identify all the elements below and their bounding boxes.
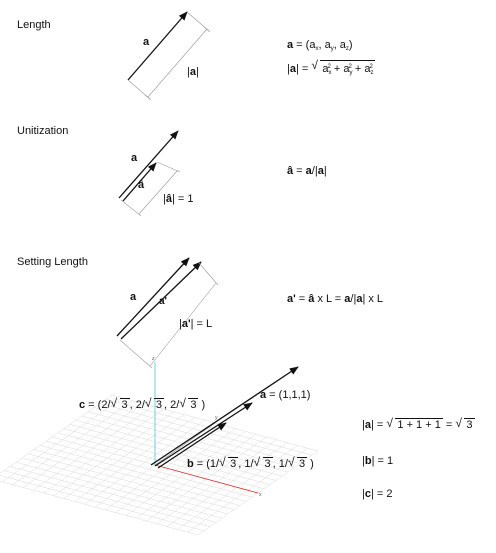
grid-line bbox=[27, 453, 235, 511]
formula-a-prime: a' = â x L = a/|a| x L bbox=[287, 293, 384, 305]
heading-setting-length: Setting Length bbox=[17, 256, 88, 268]
formula-abs-a-final: |a| = √1 + 1 + 1 = √3 bbox=[362, 416, 475, 431]
radical-symbol: √ ax2 + ay2 + az2 bbox=[311, 59, 375, 79]
vector-b bbox=[157, 422, 227, 469]
label-abs-a: |a| bbox=[187, 66, 199, 78]
formula-a-111: a = (1,1,1) bbox=[260, 389, 311, 401]
label-abs-a-prime: |a'| = L bbox=[179, 318, 213, 330]
vector-c bbox=[150, 366, 299, 466]
formula-abs-b: |b| = 1 bbox=[362, 455, 394, 467]
grid-line bbox=[39, 445, 247, 502]
setting-dimension-line bbox=[119, 262, 219, 369]
label-abs-a-hat: |â| = 1 bbox=[163, 193, 194, 205]
grid-line bbox=[3, 470, 211, 527]
unit-vector-a bbox=[118, 130, 179, 199]
grid-line bbox=[0, 475, 205, 532]
grid-line bbox=[45, 440, 253, 498]
label-a-setting: a bbox=[130, 291, 137, 303]
setting-vector-a-prime bbox=[120, 261, 202, 340]
unit-dimension-line bbox=[120, 161, 181, 217]
formula-c: c = (2/√3, 2/√3, 2/√3 ) bbox=[79, 396, 206, 412]
grid-line bbox=[15, 461, 223, 519]
formula-a-components: a = (ax, ay, az) bbox=[287, 39, 353, 52]
length-vector-a bbox=[127, 11, 188, 81]
grid-line bbox=[33, 449, 241, 506]
heading-length: Length bbox=[17, 19, 51, 31]
label-a-unit: a bbox=[131, 152, 138, 164]
formula-abs-c: |c| = 2 bbox=[362, 488, 393, 500]
label-a-hat: â bbox=[138, 179, 145, 191]
length-dimension-line bbox=[127, 11, 211, 101]
y-axis bbox=[154, 422, 216, 466]
axis-label-z: z bbox=[152, 356, 155, 362]
setting-vector-a bbox=[116, 257, 190, 337]
vector-a-111 bbox=[154, 402, 253, 467]
label-a-prime: a' bbox=[159, 296, 167, 307]
axis-label-y: y bbox=[215, 415, 218, 421]
formula-b: b = (1/√3, 1/√3, 1/√3 ) bbox=[187, 455, 314, 471]
label-a-length: a bbox=[143, 36, 150, 48]
formula-abs-a: |a| = √ ax2 + ay2 + az2 bbox=[287, 59, 375, 79]
grid-line bbox=[0, 480, 199, 536]
grid-line bbox=[21, 457, 229, 515]
axis-label-x: x bbox=[259, 492, 262, 498]
unit-vector-a-hat bbox=[122, 162, 157, 202]
heading-unitization: Unitization bbox=[17, 125, 69, 137]
x-axis bbox=[154, 464, 259, 494]
formula-a-hat: â = a/|a| bbox=[287, 165, 327, 177]
grid-line bbox=[9, 466, 217, 523]
